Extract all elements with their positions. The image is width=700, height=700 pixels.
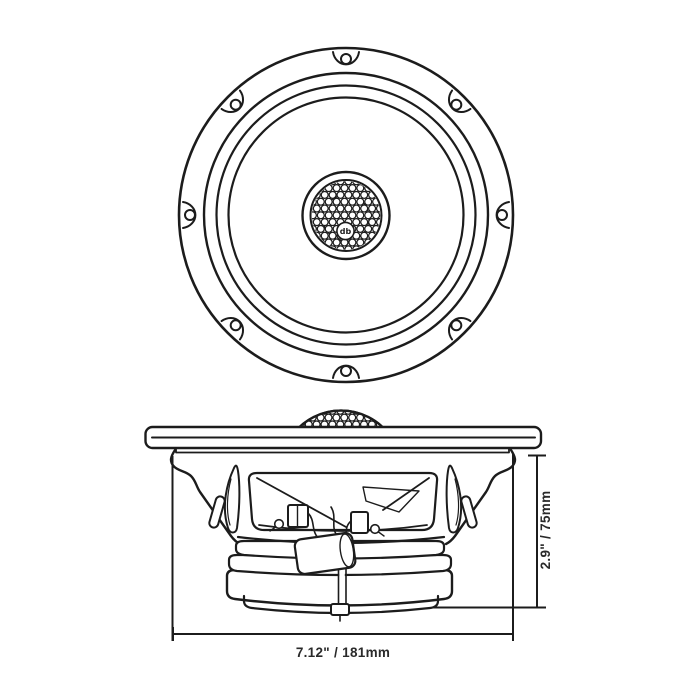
cone-highlight xyxy=(362,486,420,513)
eyelet-right-tail xyxy=(377,531,385,537)
width-dimension-label: 7.12" / 181mm xyxy=(296,645,390,660)
width-dimension-ticks xyxy=(172,627,514,641)
terminal-block-right xyxy=(350,511,369,534)
speaker-side-view xyxy=(144,409,543,622)
basket-left-profile xyxy=(169,448,242,546)
speaker-wire xyxy=(330,557,350,622)
surround-inner-edge xyxy=(227,96,465,334)
wire-connector xyxy=(330,603,350,616)
cone-back-line-left xyxy=(256,477,347,528)
mounting-flange xyxy=(144,425,543,454)
basket-right-profile xyxy=(444,448,517,546)
surround-outer-edge xyxy=(215,84,477,346)
basket-vent-left xyxy=(223,464,241,534)
terminals xyxy=(269,504,385,542)
mounting-clip-left xyxy=(208,495,226,529)
eyelet-left-tail xyxy=(269,526,277,532)
db-logo-ring xyxy=(336,221,355,241)
terminal-cover xyxy=(293,531,357,576)
flange-inner-edge xyxy=(202,71,490,359)
height-dimension: 2.9" / 75mm xyxy=(433,454,553,609)
eyelet-left xyxy=(273,518,285,530)
width-dimension: 7.12" / 181mm xyxy=(171,453,514,660)
speaker-top-view: db xyxy=(177,46,515,384)
terminal-cover-endcap xyxy=(339,533,355,568)
mounting-clip-right xyxy=(460,495,478,529)
eyelet-right xyxy=(369,523,381,535)
height-dimension-label: 2.9" / 75mm xyxy=(538,491,553,570)
db-logo-text: db xyxy=(340,227,352,236)
db-logo: db xyxy=(336,221,355,241)
basket-vent-left-accent xyxy=(226,478,232,526)
cone-back-line-right xyxy=(382,477,430,511)
basket xyxy=(169,448,517,546)
tweeter-grille: db xyxy=(301,170,391,261)
basket-vent-right-accent xyxy=(454,478,460,526)
basket-vent-right xyxy=(445,464,463,534)
tweeter-inner-ring xyxy=(309,179,383,252)
